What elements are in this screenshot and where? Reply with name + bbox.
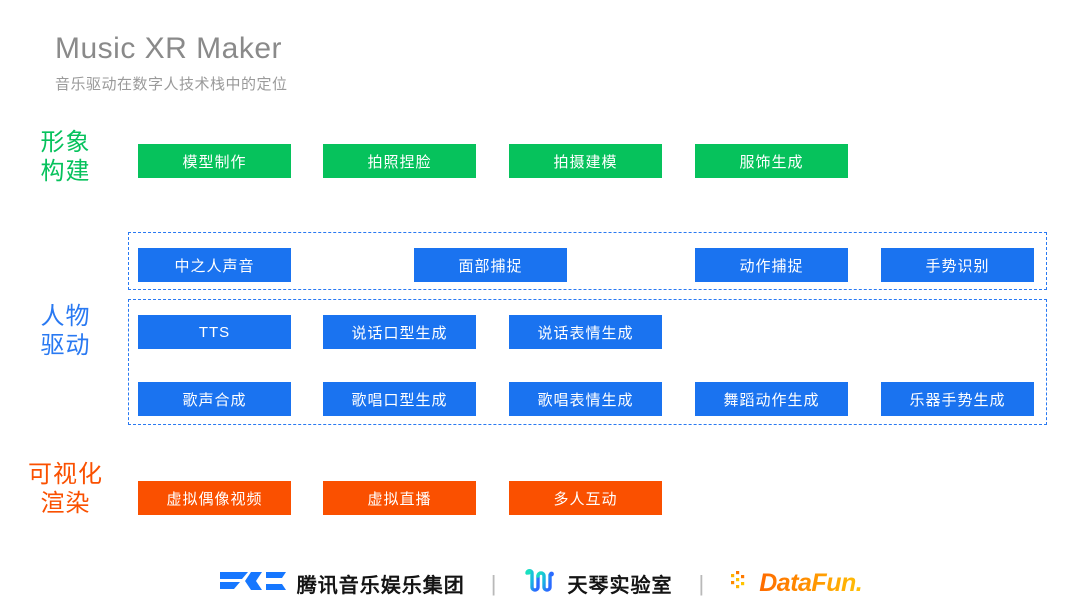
node-multi-person-interaction[interactable]: 多人互动	[509, 481, 662, 515]
lyra-lab-logo-icon	[523, 567, 559, 600]
group-label-character-driving: 人物 驱动	[40, 303, 91, 360]
node-motion-capture[interactable]: 动作捕捉	[695, 248, 848, 282]
footer-brand-datafun: DataFun.	[730, 569, 863, 598]
datafun-dots-icon	[730, 569, 750, 598]
node-virtual-idol-video[interactable]: 虚拟偶像视频	[138, 481, 291, 515]
node-face-capture[interactable]: 面部捕捉	[414, 248, 567, 282]
node-singing-voice-synthesis[interactable]: 歌声合成	[138, 382, 291, 416]
node-gesture-recognition[interactable]: 手势识别	[881, 248, 1034, 282]
lyra-lab-label: 天琴实验室	[567, 575, 673, 597]
node-photogrammetry[interactable]: 拍摄建模	[509, 144, 662, 178]
header: Music XR Maker 音乐驱动在数字人技术栈中的定位	[55, 30, 288, 94]
group-label-image-construction: 形象 构建	[40, 129, 91, 186]
tme-label: 腾讯音乐娱乐集团	[296, 575, 465, 597]
footer-brand-tme: 腾讯音乐娱乐集团	[218, 568, 465, 599]
tme-logo-icon	[218, 568, 288, 599]
node-model-production[interactable]: 模型制作	[138, 144, 291, 178]
footer-separator-1: |	[490, 570, 497, 596]
footer-separator-2: |	[698, 570, 705, 596]
footer: 腾讯音乐娱乐集团 |	[0, 567, 1080, 600]
page-title: Music XR Maker	[55, 32, 283, 65]
footer-brand-lyra-lab: 天琴实验室	[523, 567, 673, 600]
node-virtual-livestream[interactable]: 虚拟直播	[323, 481, 476, 515]
node-dance-motion-generation[interactable]: 舞蹈动作生成	[695, 382, 848, 416]
dashed-container-generation	[128, 299, 1047, 425]
node-instrument-gesture-generation[interactable]: 乐器手势生成	[881, 382, 1034, 416]
node-singing-lipsync[interactable]: 歌唱口型生成	[323, 382, 476, 416]
group-label-visual-rendering: 可视化 渲染	[28, 461, 103, 518]
node-tts[interactable]: TTS	[138, 315, 291, 349]
node-speech-expression[interactable]: 说话表情生成	[509, 315, 662, 349]
datafun-label: DataFun.	[759, 569, 863, 597]
node-actor-voice[interactable]: 中之人声音	[138, 248, 291, 282]
node-photo-face-pinch[interactable]: 拍照捏脸	[323, 144, 476, 178]
node-costume-generation[interactable]: 服饰生成	[695, 144, 848, 178]
node-singing-expression[interactable]: 歌唱表情生成	[509, 382, 662, 416]
page-subtitle: 音乐驱动在数字人技术栈中的定位	[55, 75, 288, 93]
dashed-container-capture	[128, 232, 1047, 290]
node-speech-lipsync[interactable]: 说话口型生成	[323, 315, 476, 349]
